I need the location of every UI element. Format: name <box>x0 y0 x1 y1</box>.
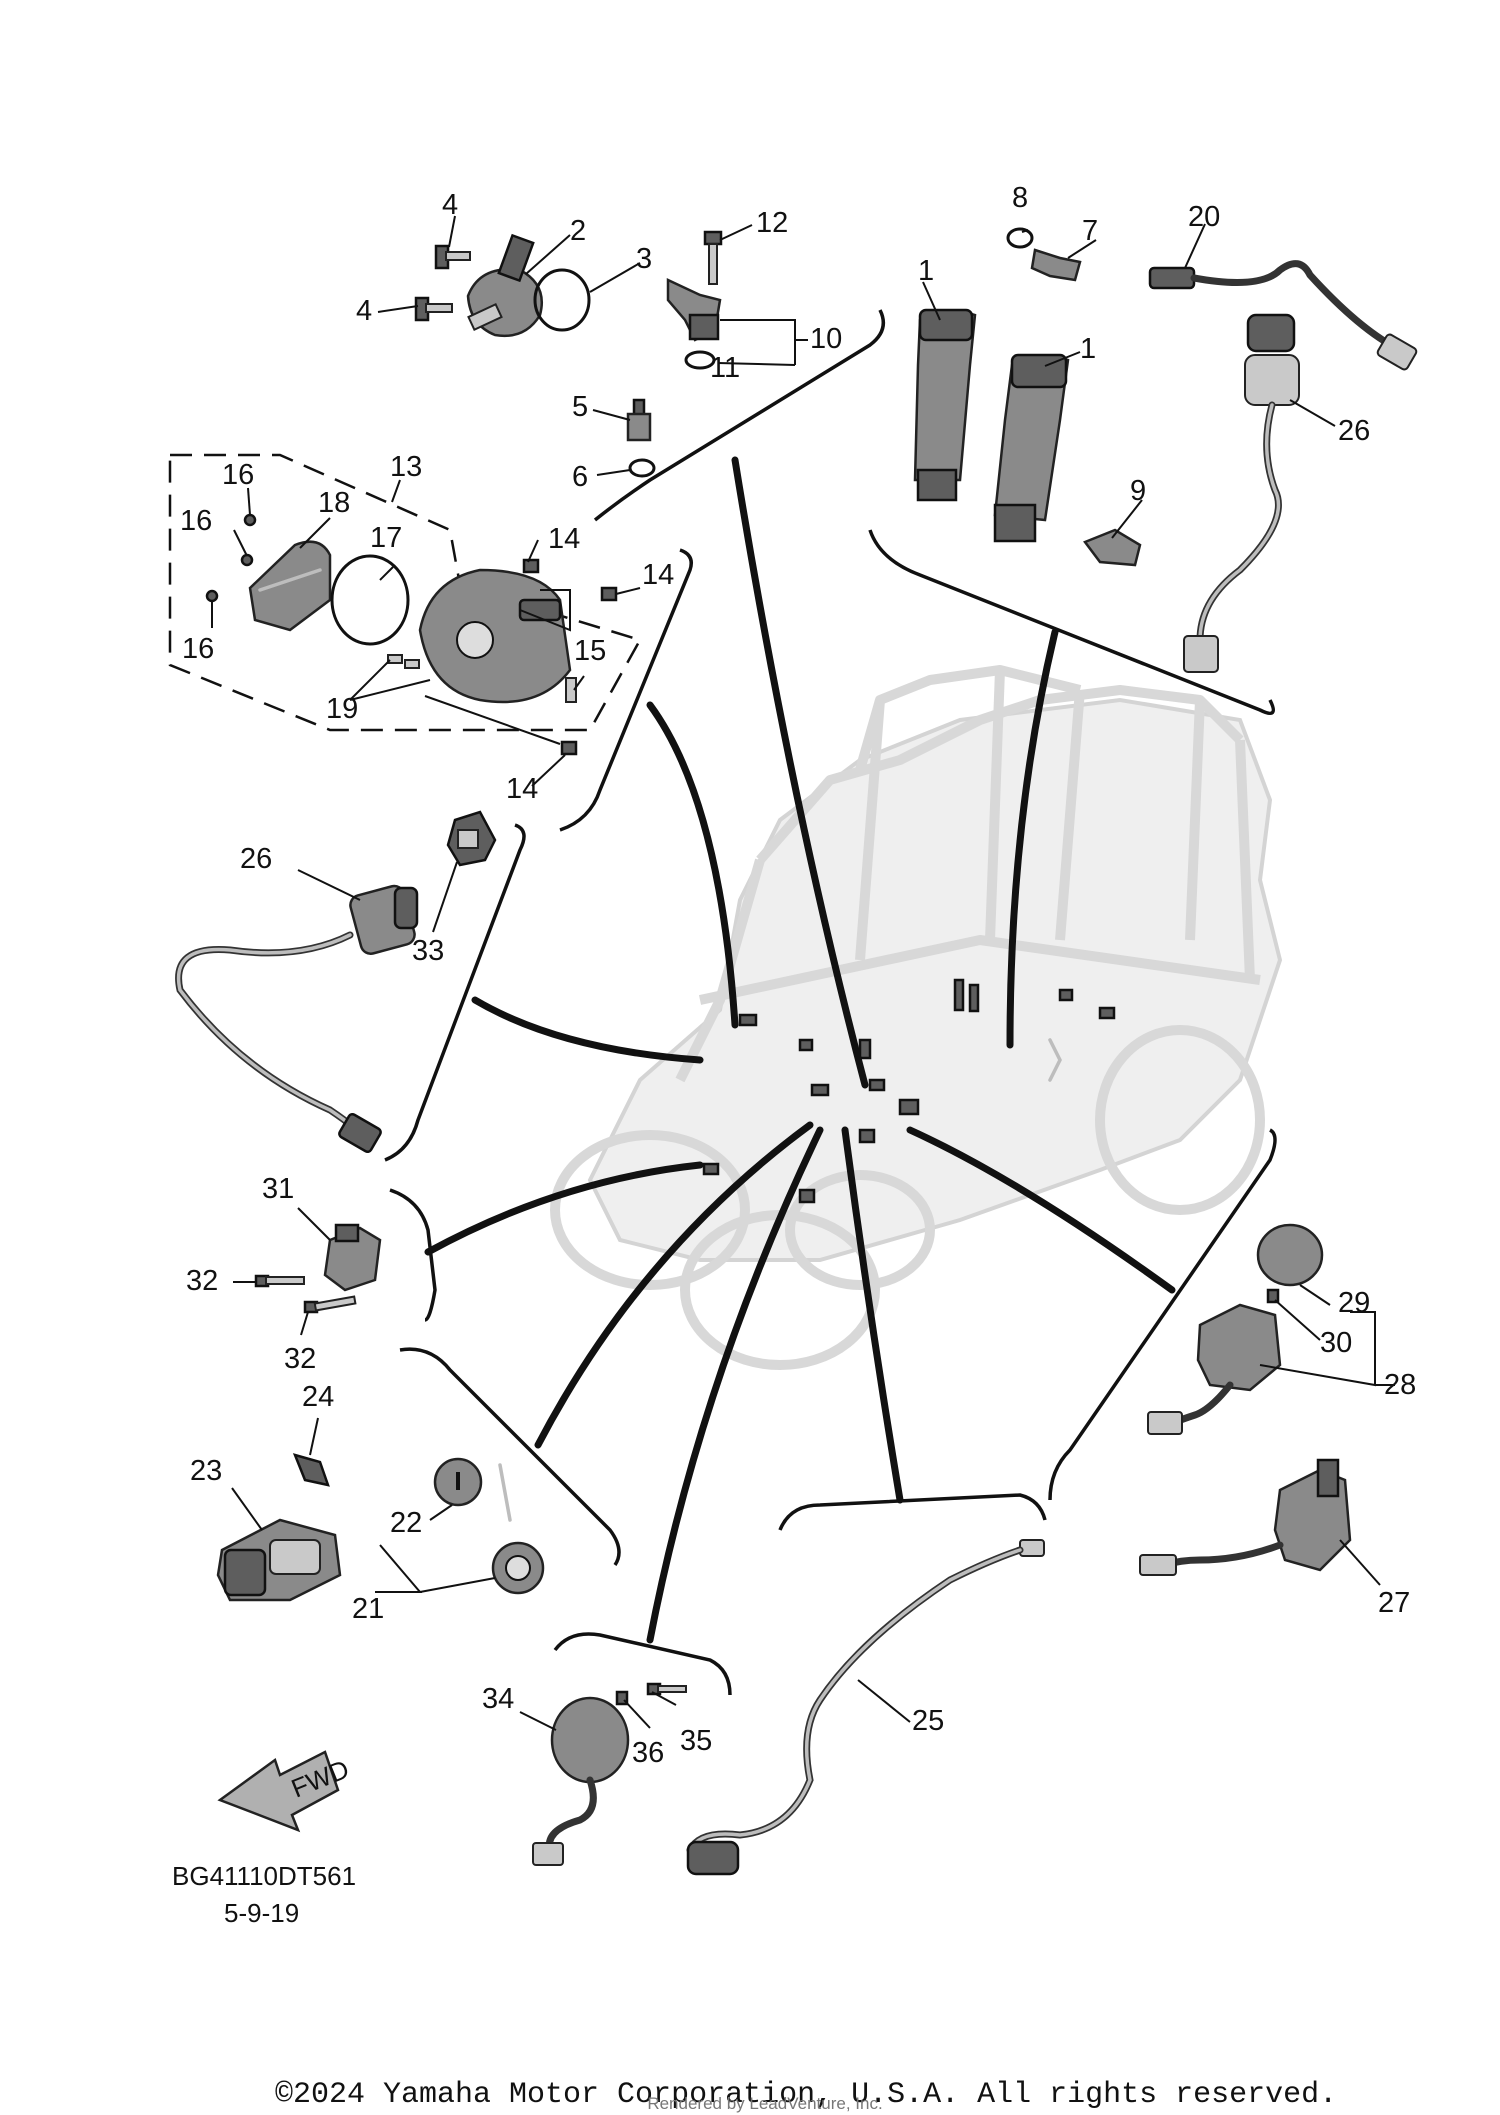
leader-lines <box>211 215 1395 1731</box>
part-8-o-ring <box>1006 227 1034 249</box>
part-28-relay <box>1147 1303 1282 1435</box>
part-27-sensor <box>1139 1458 1352 1576</box>
diagram-date: 5-9-19 <box>224 1898 299 1928</box>
callout-14a: 14 <box>548 523 580 555</box>
part-30-screw <box>1266 1288 1280 1304</box>
copyright-notice: ©2024 Yamaha Motor Corporation, U.S.A. A… <box>275 2078 1338 2112</box>
callout-15: 15 <box>574 635 606 667</box>
part-29-cap <box>1256 1223 1324 1287</box>
callout-5: 5 <box>572 391 588 423</box>
fwd-direction-arrow: FWD <box>217 1750 353 1833</box>
callout-12: 12 <box>756 207 788 239</box>
rendered-by-notice: Rendered by LeadVenture, Inc. <box>647 2094 883 2113</box>
callout-24: 24 <box>302 1381 334 1413</box>
callout-1b: 1 <box>1080 333 1096 365</box>
callout-4a: 4 <box>442 189 458 221</box>
part-1-ignition-coil-b <box>993 353 1070 543</box>
callout-28: 28 <box>1384 1369 1416 1401</box>
callout-23: 23 <box>190 1455 222 1487</box>
part-pump-body <box>418 568 572 704</box>
callout-numbers: 1 1 2 3 4 4 5 6 7 8 9 10 11 12 13 14 14 … <box>180 182 1416 1769</box>
callout-1a: 1 <box>918 255 934 287</box>
part-18-cover <box>248 540 332 632</box>
part-5-sensor <box>626 398 652 442</box>
part-26-sensor-upper <box>1183 313 1300 673</box>
group-brackets <box>384 309 1277 1696</box>
callout-19: 19 <box>326 693 358 725</box>
part-34-horn <box>532 1696 630 1866</box>
part-14-bolts <box>522 558 618 756</box>
callout-3: 3 <box>636 243 652 275</box>
callout-14b: 14 <box>642 559 674 591</box>
callout-27: 27 <box>1378 1587 1410 1619</box>
callout-18: 18 <box>318 487 350 519</box>
callout-9: 9 <box>1130 475 1146 507</box>
callout-20: 20 <box>1188 201 1220 233</box>
callout-21: 21 <box>352 1593 384 1625</box>
part-20-sensor-lead <box>1148 260 1418 371</box>
callout-16b: 16 <box>180 505 212 537</box>
part-21-key-switch <box>491 1463 545 1595</box>
part-24-clip <box>292 1453 330 1487</box>
part-15-pin <box>565 677 577 703</box>
callout-31: 31 <box>262 1173 294 1205</box>
assembly-13-dashed-box <box>168 453 642 732</box>
callout-25: 25 <box>912 1705 944 1737</box>
part-4-bolts <box>414 244 471 322</box>
part-25-sensor-lead <box>686 1539 1045 1876</box>
part-9-sensor <box>1083 528 1142 567</box>
vehicle-part-cluster <box>702 978 1116 1204</box>
callout-35: 35 <box>680 1725 712 1757</box>
part-3-o-ring <box>533 268 591 332</box>
callout-2: 2 <box>570 215 586 247</box>
part-1-ignition-coil-a <box>913 308 977 502</box>
callout-14c: 14 <box>506 773 538 805</box>
callout-10: 10 <box>810 323 842 355</box>
callout-4b: 4 <box>356 295 372 327</box>
callout-26b: 26 <box>240 843 272 875</box>
part-10-speed-sensor <box>666 278 722 342</box>
callout-34: 34 <box>482 1683 514 1715</box>
part-7-sensor <box>1030 248 1082 282</box>
callout-13: 13 <box>390 451 422 483</box>
callout-16c: 16 <box>182 633 214 665</box>
part-16-screws <box>205 513 257 603</box>
callout-36: 36 <box>632 1737 664 1769</box>
callout-32a: 32 <box>186 1265 218 1297</box>
part-19-pins <box>387 654 420 669</box>
callout-30: 30 <box>1320 1327 1352 1359</box>
diagram-code: BG41110DT561 <box>172 1861 356 1891</box>
part-11-o-ring <box>684 350 716 370</box>
part-26-sensor-lower <box>175 884 419 1154</box>
callout-22: 22 <box>390 1507 422 1539</box>
part-31-relay <box>323 1223 382 1292</box>
callout-11: 11 <box>710 352 740 384</box>
callout-32b: 32 <box>284 1343 316 1375</box>
callout-6: 6 <box>572 461 588 493</box>
part-36-nut <box>615 1690 629 1706</box>
part-17-gasket <box>330 554 410 646</box>
callout-29: 29 <box>1338 1287 1370 1319</box>
part-23-switch <box>216 1518 342 1602</box>
part-22-cap <box>433 1457 483 1507</box>
callout-8: 8 <box>1012 182 1028 214</box>
part-6-gasket <box>628 458 656 478</box>
callout-33: 33 <box>412 935 444 967</box>
callout-16a: 16 <box>222 459 254 491</box>
part-2-sensor-housing <box>466 233 543 338</box>
part-12-bolt <box>703 230 723 285</box>
callout-17: 17 <box>370 522 402 554</box>
part-33-connector <box>446 810 497 867</box>
callout-26a: 26 <box>1338 415 1370 447</box>
callout-7: 7 <box>1082 215 1098 247</box>
group-connector-lines <box>424 456 1176 1644</box>
